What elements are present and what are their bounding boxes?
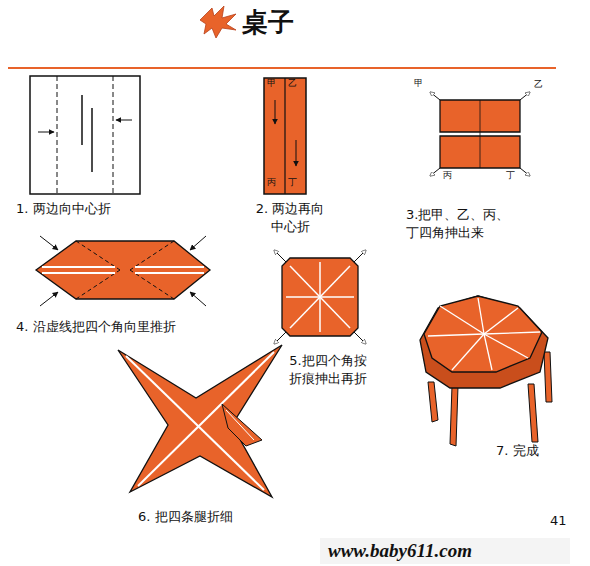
step-caption: 4. 沿虚线把四个角向里推折: [16, 318, 236, 336]
corner-label: 丙: [443, 171, 457, 181]
step-7-figure: [420, 296, 552, 446]
corner-label: 丁: [288, 178, 302, 188]
corner-label: 丙: [267, 178, 281, 188]
corner-label: 乙: [534, 80, 548, 90]
step-5-figure: [274, 250, 366, 344]
watermark: www.baby611.com: [328, 538, 568, 564]
step-4-figure: [36, 236, 210, 306]
page-title: 桌子: [242, 6, 294, 40]
step-caption: 6. 把四条腿折细: [138, 508, 288, 526]
page-number: 41: [550, 512, 580, 530]
step-3-figure: [430, 92, 530, 176]
step-caption: 5.把四个角按 折痕抻出再折: [272, 352, 384, 387]
step-caption: 1. 两边向中心折: [16, 200, 166, 218]
corner-label: 丁: [506, 171, 520, 181]
step-caption: 2. 两边再向 中心折: [246, 200, 334, 235]
corner-label: 甲: [267, 79, 281, 89]
step-6-figure: [118, 345, 282, 497]
step-caption: 7. 完成: [496, 442, 576, 460]
title-rule: [8, 67, 556, 69]
step-2-figure: [264, 78, 306, 194]
step-caption: 3.把甲、乙、丙、 丁四角抻出来: [406, 206, 536, 241]
leaf-icon: [200, 6, 236, 38]
watermark-band: [320, 538, 570, 564]
corner-label: 乙: [288, 79, 302, 89]
step-1-figure: [30, 76, 140, 194]
corner-label: 甲: [414, 79, 428, 89]
